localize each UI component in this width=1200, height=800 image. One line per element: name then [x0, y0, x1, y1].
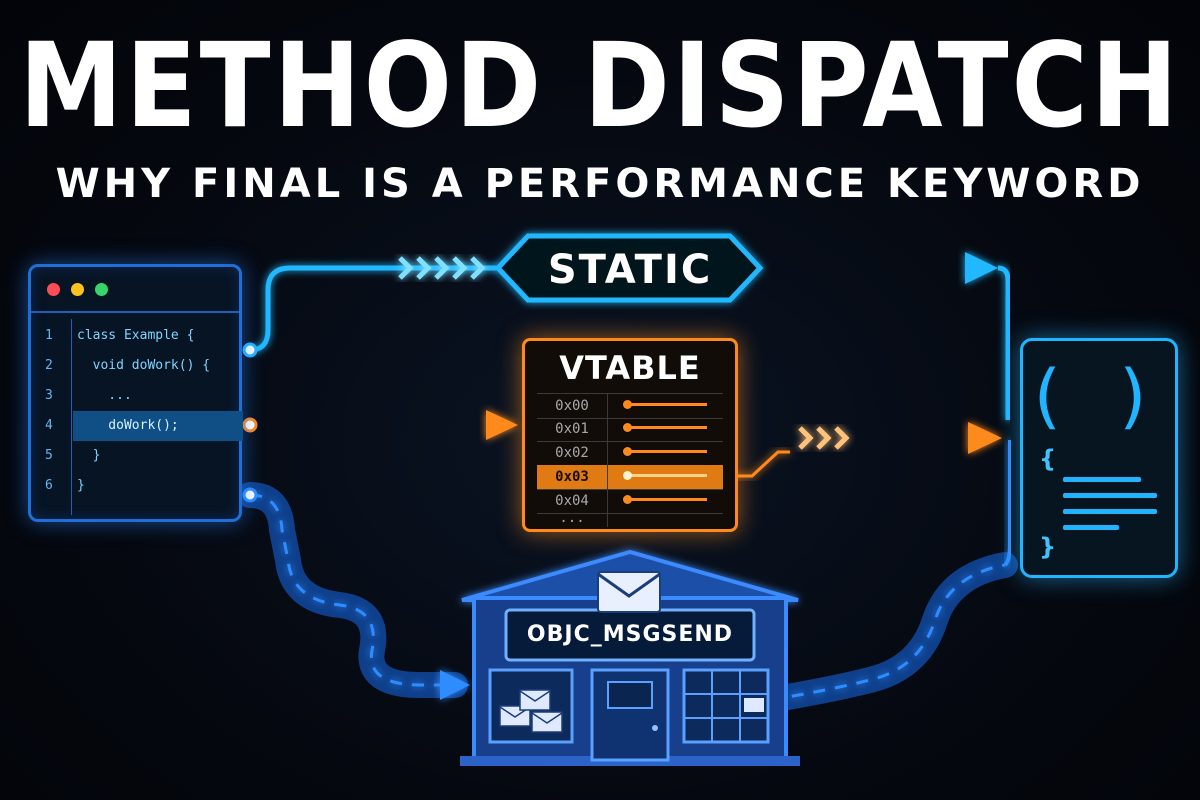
- vtable-row: 0x02: [537, 441, 723, 466]
- code-line-highlighted: 4 doWork();: [31, 411, 243, 441]
- code-body-line: [1063, 493, 1157, 498]
- vtable-path: [242, 410, 1002, 478]
- vtable-row-selected: 0x03: [537, 465, 723, 490]
- static-label: STATIC: [547, 247, 713, 293]
- maximize-dot-icon: [95, 283, 108, 296]
- static-badge: [494, 233, 764, 303]
- msgsend-label: OBJC_MSGSEND: [526, 622, 734, 647]
- post-office-building: [460, 549, 800, 766]
- code-body-line: [1063, 509, 1157, 514]
- close-dot-icon: [47, 283, 60, 296]
- code-line: 1 class Example {: [45, 328, 195, 343]
- envelope-icon: [597, 571, 661, 613]
- vtable-chevrons-icon: [798, 426, 850, 450]
- code-line: 5 }: [45, 448, 101, 463]
- code-body-line: [1063, 477, 1141, 482]
- editor-titlebar: [31, 267, 239, 313]
- vtable-row: 0x01: [537, 417, 723, 442]
- vtable-row: 0x00: [537, 393, 723, 419]
- vtable-title: VTABLE: [559, 349, 701, 387]
- code-line: 2 void doWork() {: [45, 358, 211, 373]
- static-path: [242, 252, 1011, 420]
- code-body-line: [1063, 525, 1119, 530]
- target-method-box: ( ) { }: [1020, 338, 1178, 578]
- mail-stack-icon: [499, 689, 563, 733]
- open-brace-icon: {: [1039, 445, 1057, 473]
- close-brace-icon: }: [1039, 533, 1057, 561]
- page-subtitle: WHY FINAL IS A PERFORMANCE KEYWORD: [55, 161, 1145, 207]
- static-chevrons-icon: [398, 256, 486, 280]
- gutter-divider: [71, 319, 72, 515]
- vtable-box: VTABLE 0x00 0x01 0x02 0x03 0x04 ...: [522, 338, 738, 532]
- page-title: METHOD DISPATCH: [19, 17, 1181, 155]
- vtable-row: ...: [537, 511, 723, 527]
- code-editor-window: 1 class Example { 2 void doWork() { 3 ..…: [28, 264, 243, 522]
- parentheses-icon: ( ): [1033, 355, 1165, 437]
- vtable-row: 0x04: [537, 489, 723, 514]
- code-line: 6 }: [45, 478, 85, 493]
- code-line: 3 ...: [45, 388, 132, 403]
- minimize-dot-icon: [71, 283, 84, 296]
- message-path: [237, 440, 1018, 713]
